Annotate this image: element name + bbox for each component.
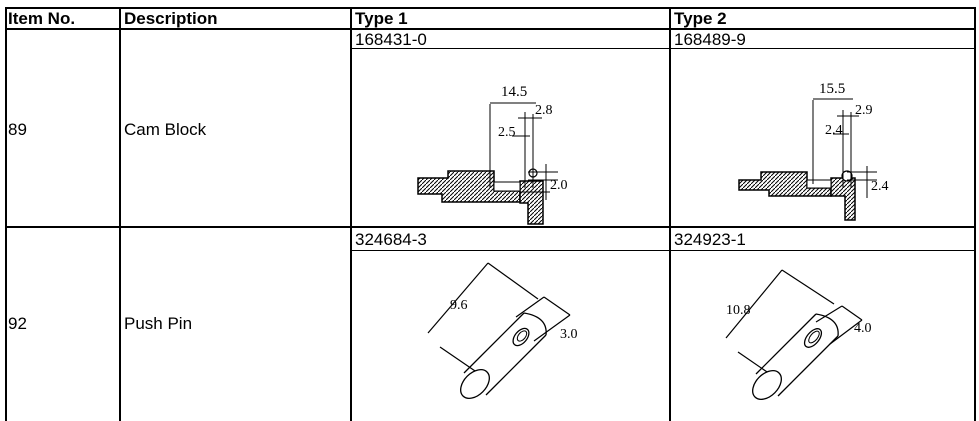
header-type1: Type 1 — [355, 9, 408, 28]
grid-line — [5, 7, 976, 9]
dim-label: 9.6 — [450, 298, 468, 313]
grid-line — [5, 28, 976, 30]
cam-block-type1-drawing: 14.5 2.8 2.5 2.0 — [417, 84, 568, 225]
dim-label: 4.0 — [854, 321, 872, 336]
push-pin-type1-drawing: 9.6 3.0 — [427, 262, 578, 399]
grid-line — [974, 7, 976, 421]
row-92-type1-part-no: 324684-3 — [355, 230, 427, 249]
grid-line — [5, 7, 7, 421]
header-description: Description — [124, 9, 218, 28]
dim-label: 14.5 — [501, 84, 527, 100]
row-89-type2-part-no: 168489-9 — [674, 30, 746, 49]
grid-line — [5, 226, 976, 228]
cam-block-type2-drawing: 15.5 2.9 2.4 2.4 — [738, 81, 889, 221]
header-item-no: Item No. — [8, 9, 76, 28]
row-92-description: Push Pin — [124, 314, 193, 333]
dim-label: 2.4 — [825, 123, 843, 138]
dim-label: 2.4 — [871, 179, 889, 194]
row-89-item: 89 — [8, 120, 27, 139]
grid-line — [350, 48, 976, 49]
header-type2: Type 2 — [674, 9, 727, 28]
row-92-type2-part-no: 324923-1 — [674, 230, 746, 249]
push-pin-type2-drawing: 10.8 4.0 — [725, 269, 872, 400]
row-92-item: 92 — [8, 314, 27, 333]
grid-line — [350, 7, 352, 421]
grid-line — [350, 250, 976, 251]
dim-label: 15.5 — [819, 81, 845, 97]
dim-label: 2.9 — [855, 103, 873, 118]
dim-label: 10.8 — [726, 303, 751, 318]
dim-label: 2.5 — [498, 125, 516, 140]
dim-label: 2.8 — [535, 103, 553, 118]
dim-label: 3.0 — [560, 327, 578, 342]
grid-line — [119, 7, 121, 421]
row-89-description: Cam Block — [124, 120, 207, 139]
grid-line — [669, 7, 671, 421]
row-89-type1-part-no: 168431-0 — [355, 30, 427, 49]
dim-label: 2.0 — [550, 178, 568, 193]
